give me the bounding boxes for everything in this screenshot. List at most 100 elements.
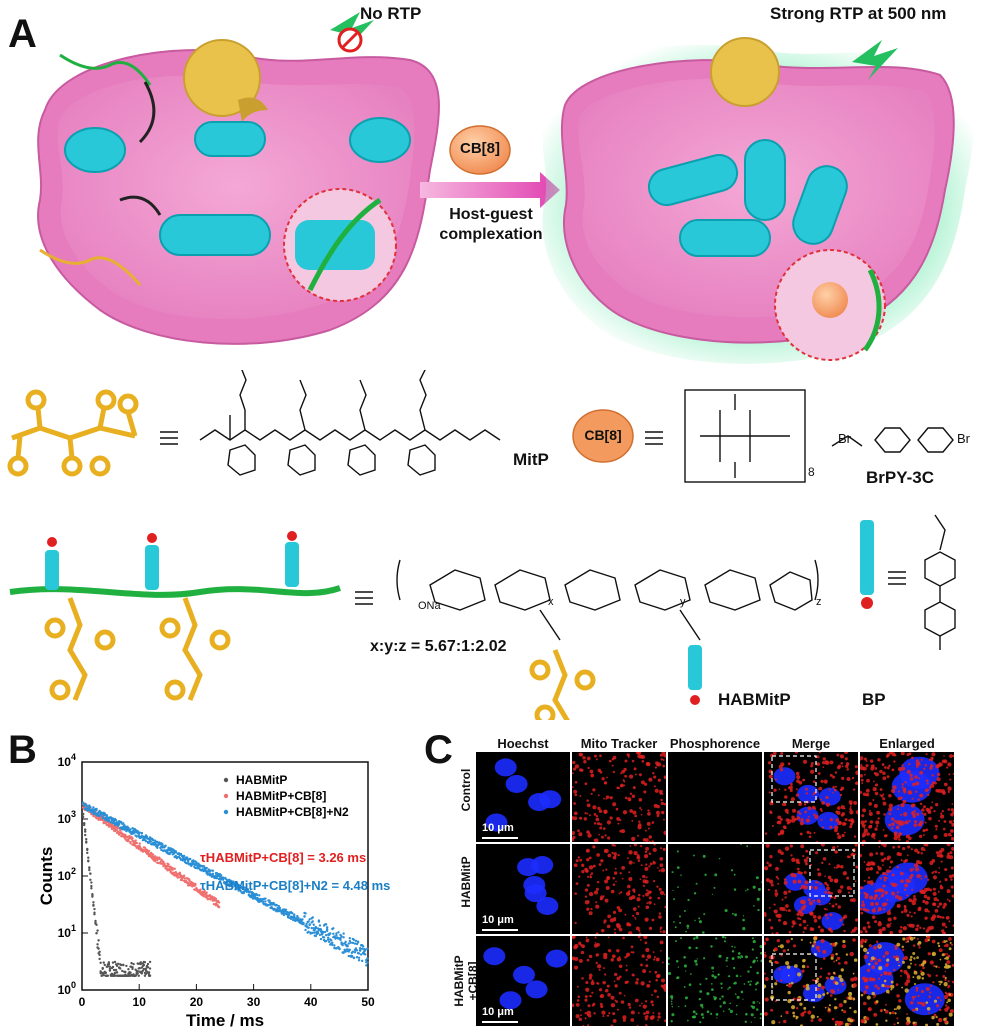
nucleus-sphere-left [183,39,261,117]
data-point-2 [313,931,317,934]
data-point-0 [84,828,87,831]
data-point-1 [138,845,141,848]
data-point-2 [166,849,169,853]
data-point-2 [255,893,259,897]
data-point-2 [318,933,322,937]
data-point-2 [206,872,209,875]
data-point-2 [89,805,92,809]
legend-label: HABMitP+CB[8]+N2 [236,805,349,819]
data-point-0 [99,961,102,965]
data-point-2 [140,831,144,835]
data-point-2 [321,931,325,934]
data-point-2 [309,932,312,935]
brpy-3c-label: BrPY-3C [866,468,935,487]
equiv-sign-3 [355,591,373,605]
y-tick-label: 100 [58,980,76,997]
data-point-2 [293,913,296,916]
data-point-2 [351,941,355,945]
x-tick-label: 30 [247,995,261,1009]
data-point-2 [302,922,305,926]
data-point-2 [331,941,334,945]
bp-structure [924,514,956,650]
column-header: Phosphorence [669,736,761,751]
data-point-2 [304,928,307,932]
data-point-0 [92,904,95,907]
data-point-1 [217,905,221,909]
row-header: Control [459,768,473,812]
data-point-2 [117,823,121,826]
data-point-2 [331,943,334,947]
micro-cell [860,936,954,1026]
data-point-1 [154,855,157,858]
strong-rtp-icon [852,40,898,80]
data-point-2 [280,912,284,915]
data-point-2 [346,945,349,948]
data-point-0 [111,965,115,969]
data-point-1 [158,856,161,860]
data-point-2 [221,878,225,881]
scale-bar-label: 10 μm [482,914,514,926]
brpy-br-left: Br [838,431,851,446]
data-point-0 [89,872,92,875]
data-point-1 [205,891,208,894]
data-point-2 [322,936,326,939]
data-point-2 [182,854,186,858]
data-point-0 [148,960,152,964]
data-point-2 [325,927,329,931]
panel-a-letter: A [8,12,37,56]
data-point-1 [145,848,149,852]
data-point-1 [116,826,120,830]
data-point-1 [101,818,104,822]
data-point-2 [243,886,246,889]
data-point-2 [295,917,298,920]
data-point-0 [88,866,91,870]
x-tick-label: 0 [79,995,86,1009]
data-point-1 [179,874,183,877]
data-point-2 [314,934,318,938]
data-point-0 [90,881,93,884]
mitp-cartoon [7,389,139,477]
data-point-2 [175,855,179,859]
data-point-2 [293,915,296,919]
data-point-0 [131,967,134,971]
data-point-0 [93,913,96,916]
mitp-label: MitP [513,450,549,469]
data-point-2 [352,956,356,959]
data-point-2 [352,938,356,941]
data-point-2 [205,866,208,870]
data-point-2 [234,888,237,891]
left-cell [37,39,440,345]
data-point-0 [98,953,101,957]
data-point-0 [143,961,147,964]
micro-cell [860,844,954,934]
y-axis-label: Counts [37,847,56,906]
data-point-2 [290,911,294,915]
data-point-2 [320,933,324,936]
cb8-subscript: 8 [808,465,815,479]
brpy-br-right: Br [957,431,970,446]
data-point-0 [102,961,105,964]
data-point-2 [269,903,272,906]
data-point-2 [230,879,233,883]
data-point-1 [129,842,132,845]
habmitp-label: HABMitP [718,690,791,709]
data-point-2 [276,907,279,910]
data-point-1 [143,846,147,849]
micro-cell: 10 μm [476,844,570,934]
data-point-2 [228,884,231,888]
data-point-2 [189,857,192,861]
y-tick-label: 102 [58,866,76,883]
data-point-0 [130,961,133,965]
data-point-0 [86,851,89,855]
data-point-0 [106,965,110,968]
chemistry-structures [7,370,956,720]
data-point-0 [108,965,112,968]
data-point-0 [136,972,139,975]
data-point-0 [113,960,117,964]
data-point-0 [86,848,89,852]
data-point-2 [209,869,213,872]
data-point-2 [249,895,253,899]
data-point-2 [344,940,347,944]
data-point-0 [90,884,93,888]
data-point-0 [82,822,86,825]
